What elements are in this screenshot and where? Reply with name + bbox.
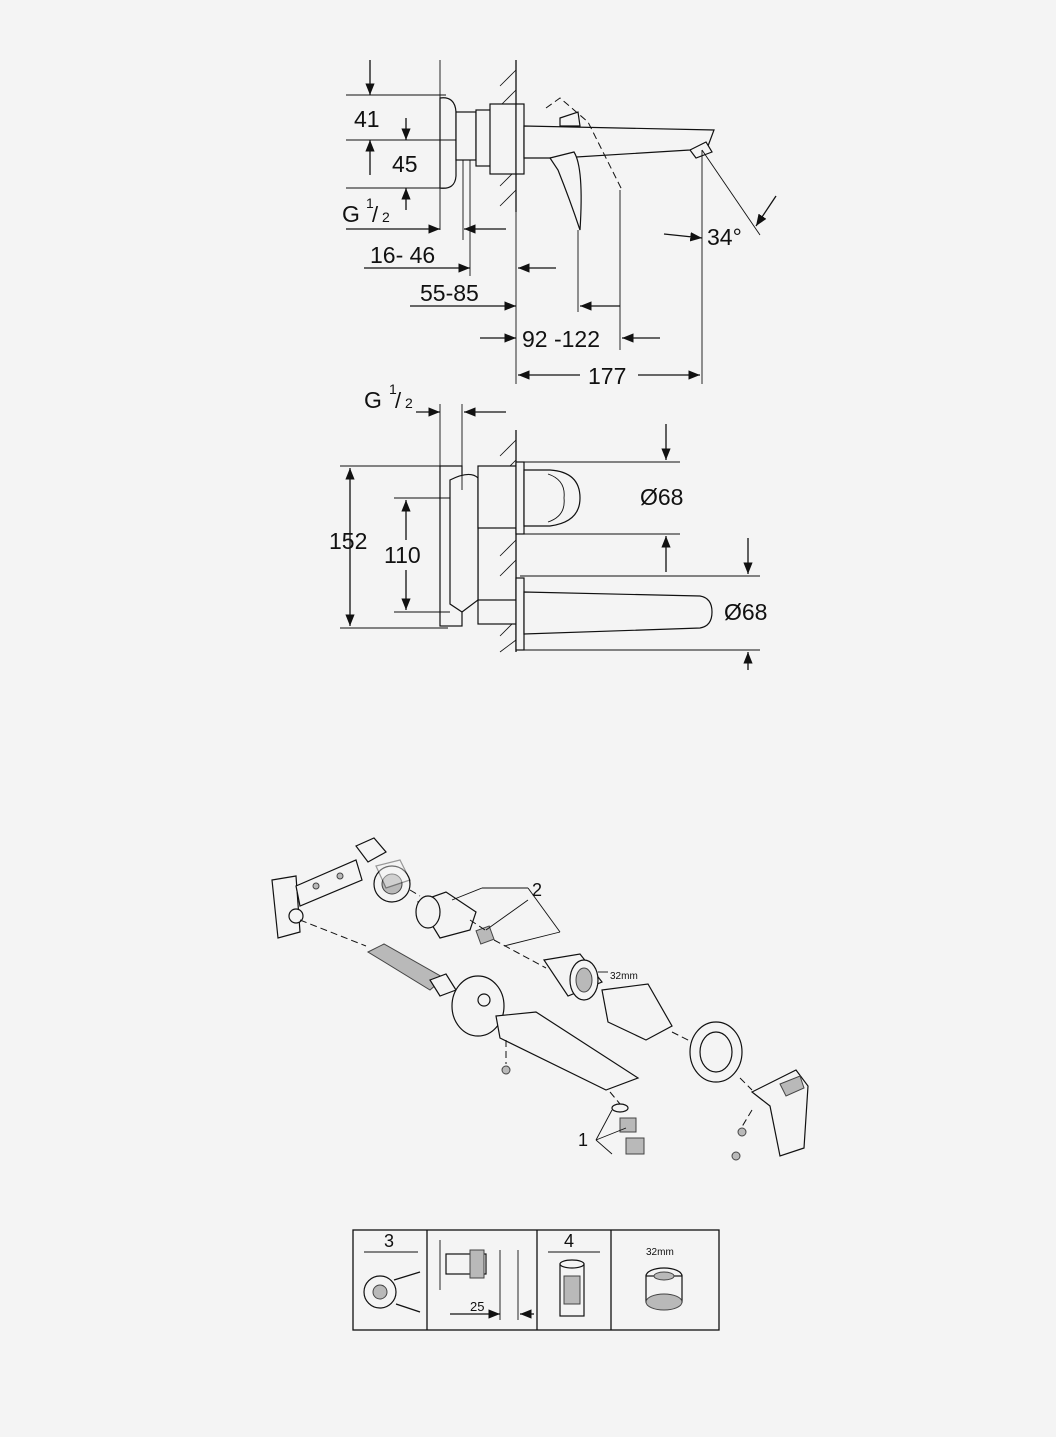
front-view-dimension-lines (340, 404, 760, 670)
dim-41: 41 (354, 106, 380, 132)
tool-cell-4: 4 (548, 1231, 600, 1317)
dim-177: 177 (588, 363, 626, 389)
dim-thread-g: G (342, 201, 360, 227)
tool-cell-depth-dim: 25 (470, 1299, 484, 1314)
dim-55-85: 55-85 (420, 280, 479, 306)
dim-16-46: 16- 46 (370, 242, 435, 268)
side-view-drawing: 41 45 G 1 / 2 16- 46 55-85 92 -122 177 3… (342, 60, 777, 389)
tool-cell-4-label: 4 (564, 1231, 574, 1251)
escutcheon-plate (451, 975, 505, 1037)
dim-thread-sub: 2 (382, 209, 390, 225)
front-view-labels: G 1 / 2 152 110 Ø68 Ø68 (329, 381, 767, 625)
tool-cell-socket-note: 32mm (646, 1247, 674, 1258)
dim-angle-34: 34° (707, 224, 742, 250)
tool-cell-depth: 25 (439, 1240, 534, 1320)
service-tools-table: 3 25 4 32mm (352, 1229, 720, 1331)
aerator-parts: 1 (578, 1091, 645, 1155)
dim-152: 152 (329, 528, 367, 554)
lever-handle (731, 1069, 809, 1161)
spout-side (515, 97, 715, 231)
sleeve: 32mm (542, 953, 638, 1001)
extension-thread (366, 943, 457, 997)
callout-1-label: 1 (578, 1130, 588, 1150)
spout-front (523, 591, 713, 635)
front-view-drawing: G 1 / 2 152 110 Ø68 Ø68 (329, 381, 767, 670)
callout-2: 2 (451, 880, 561, 947)
trim-ring (689, 1021, 743, 1083)
tool-cell-3-label: 3 (384, 1231, 394, 1251)
dim-92-122: 92 -122 (522, 326, 600, 352)
concealed-body-front (439, 461, 525, 651)
side-view-labels: 41 45 G 1 / 2 16- 46 55-85 92 -122 177 3… (342, 106, 742, 389)
tool-cell-socket: 32mm (645, 1247, 683, 1311)
callout-2-label: 2 (532, 880, 542, 900)
dim-diameter-bottom: Ø68 (724, 599, 767, 625)
concealed-body-side (439, 97, 517, 189)
dim-thread-g-front: G (364, 387, 382, 413)
wrench-size-label: 32mm (610, 971, 638, 982)
callout-1: 1 (578, 1109, 627, 1155)
dim-thread-sub-front: 2 (405, 395, 413, 411)
svg-text:/: / (372, 202, 379, 227)
cartridge (415, 891, 547, 969)
dim-thread-sup-front: 1 (389, 381, 397, 397)
spout-exploded (495, 1011, 640, 1091)
dim-diameter-top: Ø68 (640, 484, 683, 510)
dim-110: 110 (384, 542, 421, 568)
handle-cover (601, 983, 693, 1043)
svg-text:/: / (395, 388, 402, 413)
exploded-view-drawing: 2 32mm (271, 837, 809, 1161)
side-view-dimension-lines (346, 60, 777, 384)
dim-thread-sup: 1 (366, 195, 374, 211)
handle-front (523, 469, 581, 527)
dim-45: 45 (392, 151, 418, 177)
tool-cell-3: 3 (363, 1231, 421, 1313)
mounting-bracket (271, 837, 411, 939)
